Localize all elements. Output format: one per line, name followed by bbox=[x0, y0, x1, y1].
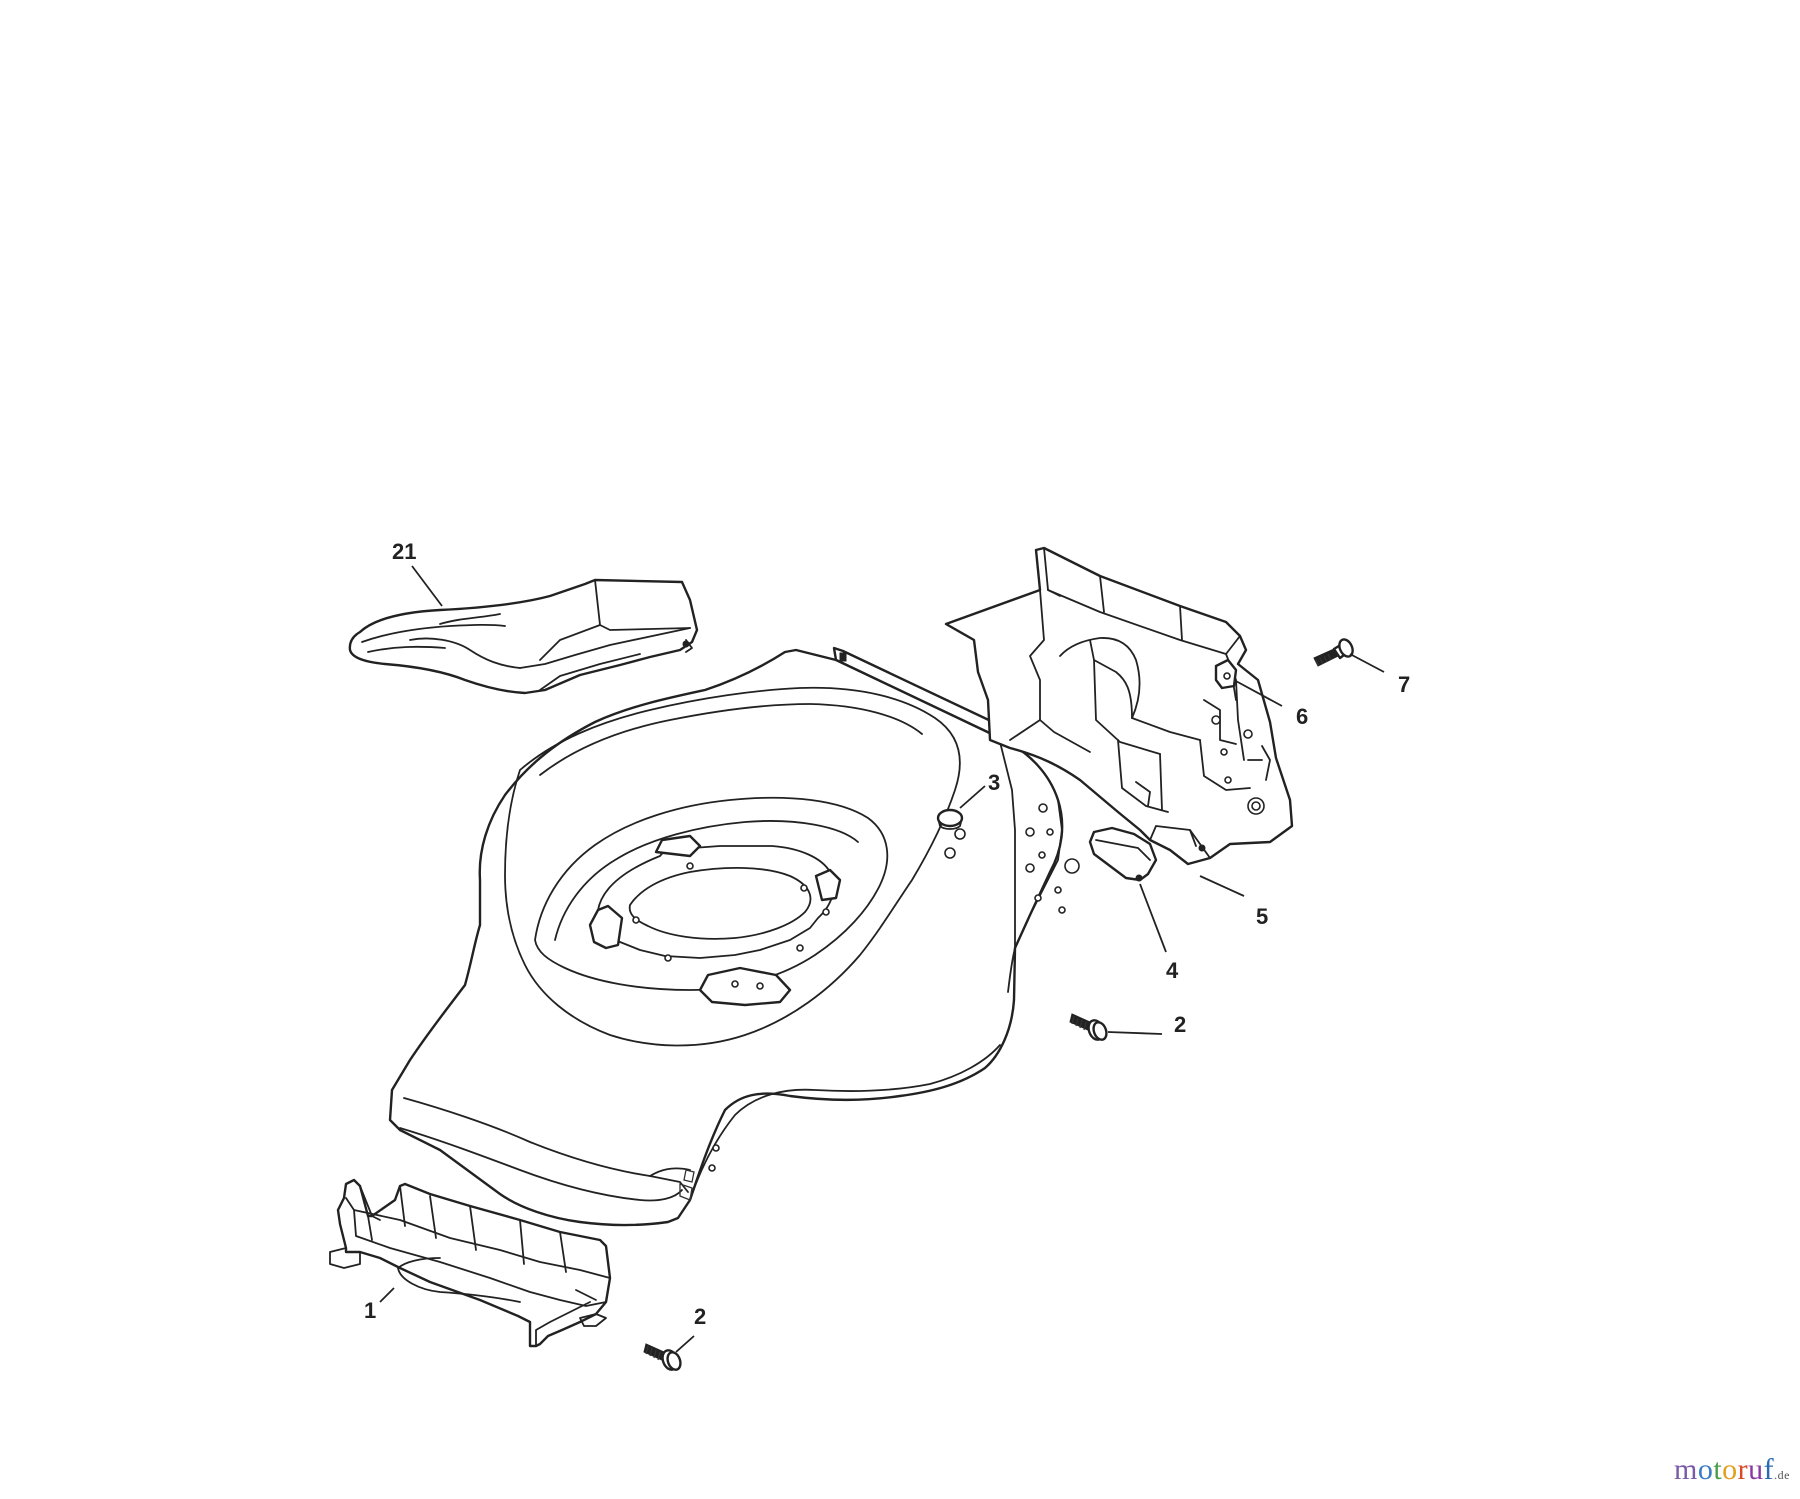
leader-7 bbox=[1349, 653, 1385, 673]
callout-6: 6 bbox=[1296, 704, 1308, 729]
watermark-letter: m bbox=[1673, 1453, 1698, 1486]
callout-21: 21 bbox=[392, 539, 416, 564]
watermark-logo: motoruf.de bbox=[1674, 1453, 1790, 1487]
screw-7-part bbox=[1313, 638, 1354, 667]
watermark-letter: t bbox=[1713, 1453, 1723, 1486]
callout-4: 4 bbox=[1166, 958, 1179, 983]
plug-part bbox=[936, 808, 964, 830]
leader-3 bbox=[959, 785, 986, 809]
callout-1: 1 bbox=[364, 1298, 376, 1323]
flap-part bbox=[1088, 826, 1158, 882]
leader-1 bbox=[379, 1287, 395, 1303]
leader-21 bbox=[411, 565, 443, 607]
watermark-letter: r bbox=[1737, 1453, 1749, 1486]
watermark-letter: o bbox=[1722, 1453, 1738, 1486]
screw-2-right-part bbox=[1069, 1013, 1108, 1041]
watermark-suffix: .de bbox=[1774, 1468, 1790, 1482]
leader-4 bbox=[1139, 883, 1167, 953]
callout-2-right: 2 bbox=[1174, 1012, 1186, 1037]
watermark-letter: f bbox=[1763, 1453, 1775, 1486]
callout-3: 3 bbox=[988, 770, 1000, 795]
rear-housing-part bbox=[944, 546, 1294, 866]
watermark-letter: u bbox=[1748, 1453, 1764, 1486]
mower-deck-housing bbox=[388, 646, 1080, 1227]
mulch-plug-part bbox=[348, 578, 699, 695]
watermark-letter: o bbox=[1697, 1453, 1714, 1486]
leader-6 bbox=[1233, 679, 1283, 707]
callout-7: 7 bbox=[1398, 672, 1410, 697]
front-deflector-part bbox=[329, 1178, 612, 1348]
leader-2-lower bbox=[675, 1335, 695, 1353]
leader-2-right bbox=[1107, 1031, 1163, 1035]
callout-2-lower: 2 bbox=[694, 1304, 706, 1329]
callout-5: 5 bbox=[1256, 904, 1268, 929]
leader-5 bbox=[1199, 875, 1245, 897]
screw-2-lower-part bbox=[643, 1343, 682, 1371]
